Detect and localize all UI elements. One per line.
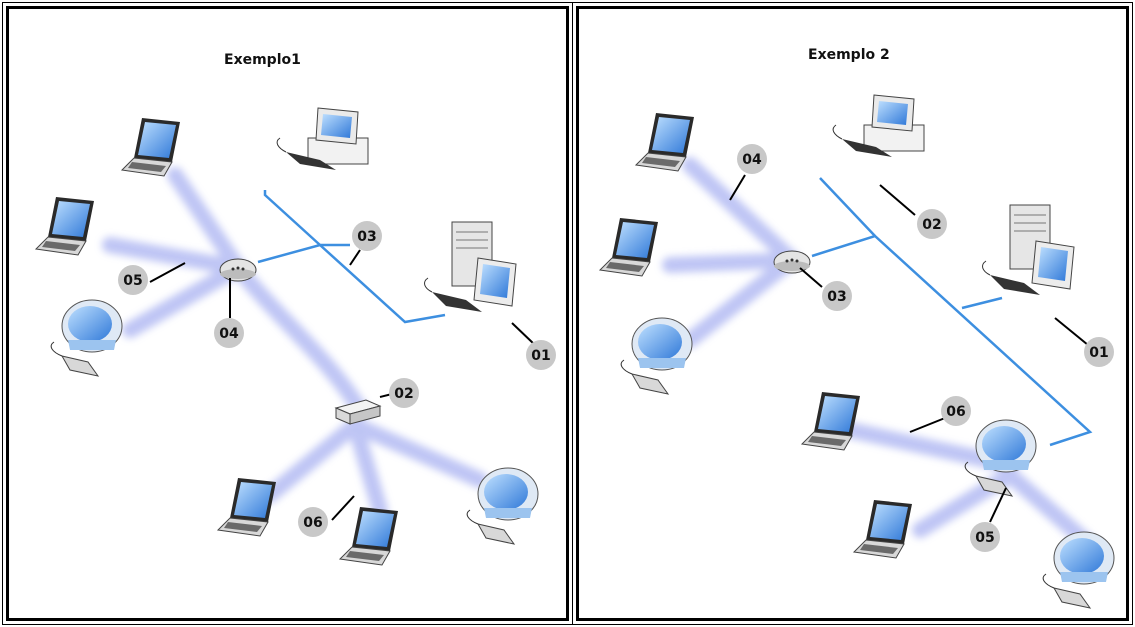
laptop-icon <box>35 196 95 256</box>
access-point-icon <box>219 258 257 282</box>
svg-text:02: 02 <box>922 217 941 233</box>
example-1-cable-links <box>257 190 446 324</box>
example-1-wireless-links <box>102 167 488 518</box>
callout-01: 01 <box>526 340 556 370</box>
example-2-cable-links <box>811 177 1093 447</box>
callout-06: 06 <box>941 396 971 426</box>
svg-text:04: 04 <box>742 152 762 168</box>
svg-text:03: 03 <box>357 229 376 245</box>
callout-05: 05 <box>970 522 1000 552</box>
svg-text:05: 05 <box>123 273 142 289</box>
callout-03: 03 <box>352 221 382 251</box>
laptop-icon <box>853 499 913 559</box>
laptop-icon <box>121 117 181 177</box>
laptop-icon <box>217 477 277 537</box>
example-1-title: Exemplo1 <box>224 52 301 68</box>
callout-05: 05 <box>118 265 148 295</box>
example-2-panel: Exemplo 2 <box>572 2 1133 625</box>
access-point-icon <box>773 250 811 274</box>
callout-03: 03 <box>822 281 852 311</box>
callout-06: 06 <box>298 507 328 537</box>
laptop-icon <box>599 217 659 277</box>
desktop-computer-icon <box>832 94 925 158</box>
server-tower-icon <box>982 204 1075 296</box>
laptop-icon <box>801 391 861 451</box>
desktop-computer-icon <box>276 107 369 171</box>
callout-02: 02 <box>389 378 419 408</box>
svg-text:04: 04 <box>219 326 239 342</box>
server-tower-icon <box>424 221 517 313</box>
svg-text:02: 02 <box>394 386 413 402</box>
svg-text:01: 01 <box>531 348 550 364</box>
svg-text:05: 05 <box>975 530 994 546</box>
callout-01: 01 <box>1084 337 1114 367</box>
svg-text:06: 06 <box>303 515 322 531</box>
imac-icon <box>620 317 693 395</box>
svg-text:06: 06 <box>946 404 965 420</box>
imac-icon <box>50 299 123 377</box>
svg-text:03: 03 <box>827 289 846 305</box>
callout-02: 02 <box>917 209 947 239</box>
imac-icon <box>1042 531 1115 609</box>
example-2-callouts: 04 02 03 01 06 05 <box>729 144 1114 552</box>
example-1-callouts: 03 05 04 01 02 06 <box>118 221 556 537</box>
example-2-title: Exemplo 2 <box>808 47 890 63</box>
wireless-router-icon <box>335 399 381 425</box>
callout-04: 04 <box>737 144 767 174</box>
callout-04: 04 <box>214 318 244 348</box>
laptop-icon <box>339 506 399 566</box>
svg-text:01: 01 <box>1089 345 1108 361</box>
